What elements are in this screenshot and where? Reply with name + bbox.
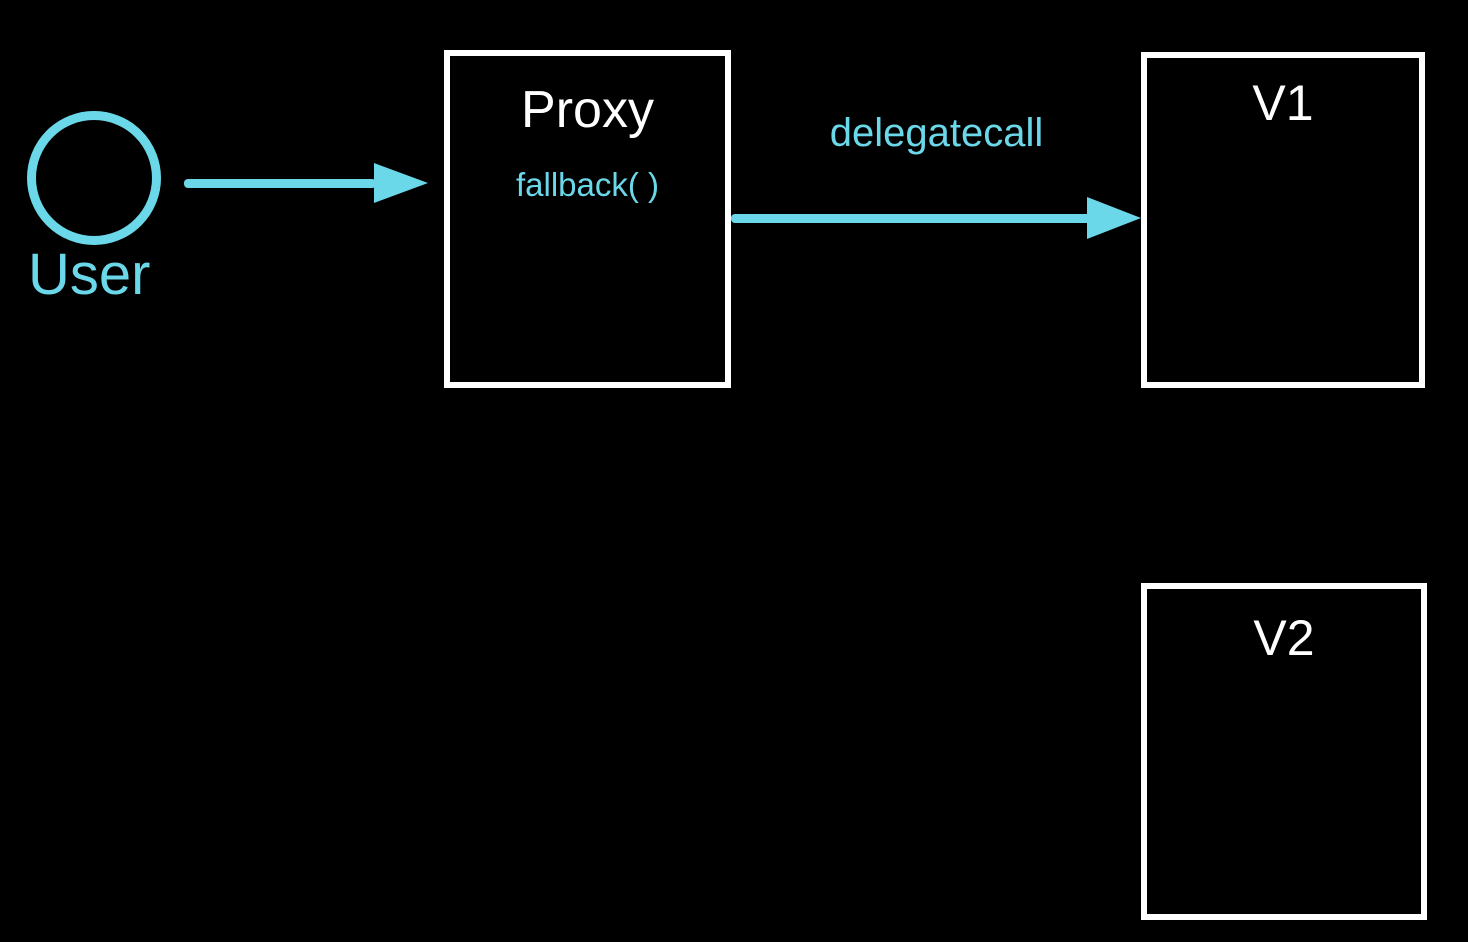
proxy-to-v1-arrowhead-icon	[1087, 197, 1141, 239]
v1-box-title: V1	[1252, 75, 1314, 131]
user-to-proxy-arrowhead-icon	[374, 163, 428, 203]
user-to-proxy-arrow-line	[184, 179, 376, 188]
proxy-to-v1-arrow-line	[731, 214, 1091, 223]
v2-box-title: V2	[1253, 610, 1315, 666]
user-icon	[27, 111, 161, 245]
delegatecall-label: delegatecall	[829, 111, 1044, 155]
v1-box: V1	[1141, 52, 1425, 388]
user-label: User	[28, 242, 151, 307]
proxy-fallback-label: fallback( )	[515, 166, 660, 203]
proxy-box-title: Proxy	[521, 81, 654, 139]
proxy-box: Proxy fallback( )	[444, 50, 731, 388]
v2-box: V2	[1141, 583, 1427, 920]
